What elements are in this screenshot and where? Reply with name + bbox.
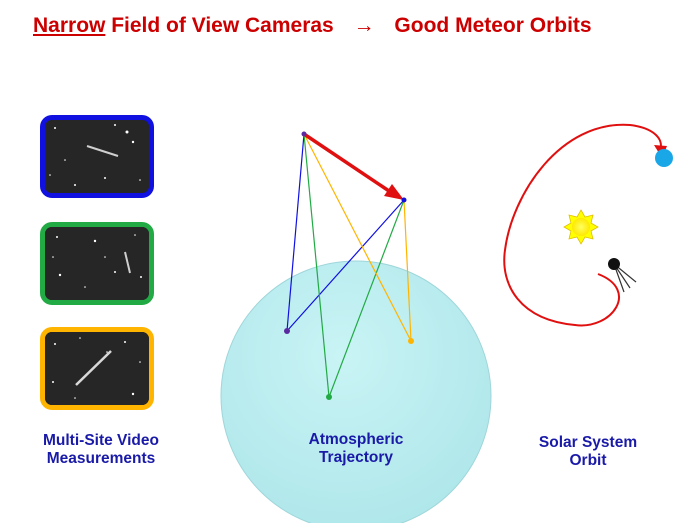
orbit-label-line1: Solar System: [538, 434, 638, 451]
sightline-yellow-end: [403, 199, 412, 342]
station-yellow-dot: [408, 338, 414, 344]
meteor-trajectory-arrow: [303, 132, 393, 195]
planet-icon: [655, 149, 673, 167]
title-underlined-word: Narrow: [33, 14, 106, 37]
title-result: Good Meteor Orbits: [394, 14, 592, 37]
meteor-streak-image-3: [45, 332, 149, 405]
meteor-streak-image-2: [45, 227, 149, 300]
page-title: Narrow Field of View Cameras → Good Mete…: [33, 14, 592, 38]
trajectory-label-line2: Trajectory: [318, 449, 394, 466]
sightline-yellow-start: [303, 133, 412, 342]
camera-frame-yellow: [40, 327, 154, 410]
station-green-dot: [326, 394, 332, 400]
station-purple-dot: [284, 328, 290, 334]
camera-frame-green: [40, 222, 154, 305]
camera-frame-blue: [40, 115, 154, 198]
video-label-line1: Multi-Site Video: [43, 432, 159, 449]
meteor-end-point: [401, 197, 407, 203]
trajectory-label-line1: Atmospheric: [308, 431, 404, 448]
meteoroid-icon: [608, 258, 637, 293]
video-label-line2: Measurements: [46, 450, 156, 467]
sightlines: [286, 133, 412, 398]
orbit-label-line2: Orbit: [569, 452, 607, 469]
sightline-purple-end: [286, 199, 405, 332]
sightline-purple-start: [286, 133, 305, 332]
meteor-start-point: [301, 131, 307, 137]
sun-icon: [563, 209, 599, 245]
title-arrow: →: [353, 14, 375, 37]
title-rest: Field of View Cameras: [111, 14, 334, 37]
earth-circle: [220, 260, 492, 523]
video-measurements-label: Multi-Site Video Measurements: [26, 432, 176, 468]
sightline-green-start: [303, 133, 330, 398]
trajectory-label: Atmospheric Trajectory: [286, 431, 426, 467]
meteor-streak-image-1: [45, 120, 149, 193]
orbit-label: Solar System Orbit: [528, 434, 648, 470]
sightline-green-end: [328, 199, 405, 398]
meteor-arrow-head: [384, 184, 404, 200]
orbit-path: [503, 123, 662, 327]
